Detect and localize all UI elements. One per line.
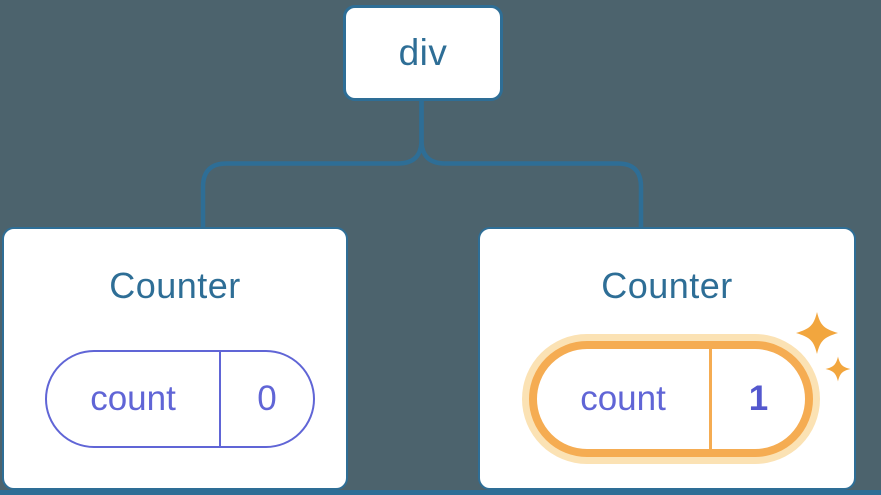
state-value: 0 bbox=[257, 379, 277, 418]
state-value: 1 bbox=[748, 379, 769, 418]
root-node-div: div bbox=[343, 5, 503, 101]
component-title: Counter bbox=[601, 265, 733, 306]
state-pill-highlight-glow: count 1 bbox=[522, 334, 820, 464]
connector-right-branch bbox=[419, 101, 644, 227]
root-node-label: div bbox=[398, 32, 448, 73]
pill-divider bbox=[709, 349, 712, 449]
pill-divider bbox=[219, 352, 221, 446]
connector-left-branch bbox=[200, 101, 424, 227]
state-key-label: count bbox=[90, 379, 176, 418]
state-key-label: count bbox=[580, 379, 666, 418]
state-pill: count 0 bbox=[45, 350, 315, 448]
state-pill-highlighted: count 1 bbox=[529, 341, 813, 457]
counter-card-right: Counter count 1 bbox=[478, 227, 856, 490]
component-title: Counter bbox=[109, 265, 241, 306]
bottom-edge-line bbox=[0, 490, 881, 495]
counter-card-left: Counter count 0 bbox=[2, 227, 348, 490]
